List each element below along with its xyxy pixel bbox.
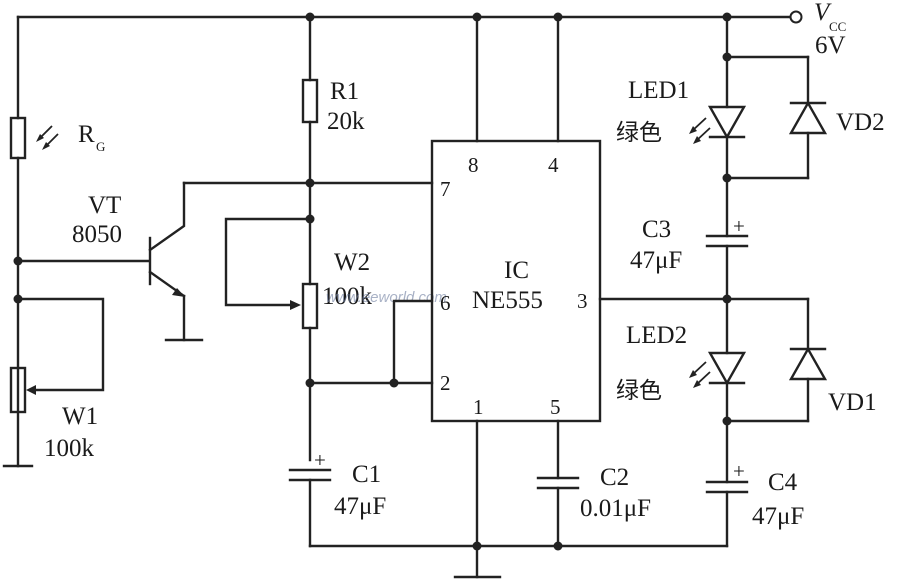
c3-value: 47μF — [630, 247, 682, 274]
vt-label: VT — [88, 192, 121, 219]
potentiometer-w1 — [2, 297, 105, 468]
led1-vd2-pair — [689, 15, 828, 183]
pin-5: 5 — [550, 395, 561, 419]
capacitor-c1 — [288, 468, 332, 548]
led1-color: 绿色 — [616, 120, 662, 146]
photoresistor-rg — [9, 15, 59, 468]
vd1-label: VD1 — [828, 389, 877, 416]
rg-subscript: G — [96, 139, 105, 154]
c3-label: C3 — [642, 216, 671, 243]
led2-label: LED2 — [626, 322, 687, 349]
watermark: www.eeworld.com — [326, 289, 447, 306]
vt-value: 8050 — [72, 221, 122, 248]
potentiometer-w2 — [224, 217, 319, 462]
c4-label: C4 — [768, 469, 798, 496]
pin-7: 7 — [440, 177, 451, 201]
led1-label: LED1 — [628, 77, 689, 104]
c3-plus: + — [733, 214, 745, 238]
vd2-label: VD2 — [836, 109, 885, 136]
r1-label: R1 — [330, 78, 359, 105]
vcc-subscript: CC — [829, 19, 846, 34]
w2-value: 100k — [322, 283, 373, 310]
ic-label: IC — [504, 257, 529, 284]
w1-value: 100k — [44, 435, 95, 462]
ground-rail — [308, 541, 729, 579]
transistor-vt — [16, 181, 204, 342]
vcc-voltage: 6V — [815, 32, 846, 59]
c4-value: 47μF — [752, 503, 804, 530]
pin-4: 4 — [548, 153, 559, 177]
w1-label: W1 — [62, 403, 98, 430]
capacitor-c3 — [705, 176, 749, 301]
vcc-terminal — [789, 10, 803, 24]
pin-6: 6 — [440, 291, 451, 315]
c1-plus: + — [314, 448, 326, 472]
c4-plus: + — [733, 459, 745, 483]
led2-vd1-pair — [689, 297, 828, 426]
pin-1: 1 — [473, 395, 484, 419]
vcc-label: V — [814, 0, 832, 26]
c1-value: 47μF — [334, 493, 386, 520]
rg-label: R — [78, 121, 95, 148]
resistor-r1 — [301, 15, 319, 286]
led2-color: 绿色 — [616, 378, 662, 404]
r1-value: 20k — [327, 108, 365, 135]
capacitor-c2 — [536, 476, 580, 548]
wire-pin6 — [392, 299, 434, 385]
ic-part: NE555 — [472, 287, 543, 314]
supply-rail — [16, 10, 803, 24]
c1-label: C1 — [352, 461, 381, 488]
pin-8: 8 — [468, 153, 479, 177]
c2-value: 0.01μF — [580, 495, 651, 522]
c2-label: C2 — [600, 464, 629, 491]
capacitor-c4 — [705, 419, 749, 548]
w2-label: W2 — [334, 249, 370, 276]
ic-ne555 — [430, 15, 729, 548]
pin-3: 3 — [577, 289, 588, 313]
pin-2: 2 — [440, 371, 451, 395]
